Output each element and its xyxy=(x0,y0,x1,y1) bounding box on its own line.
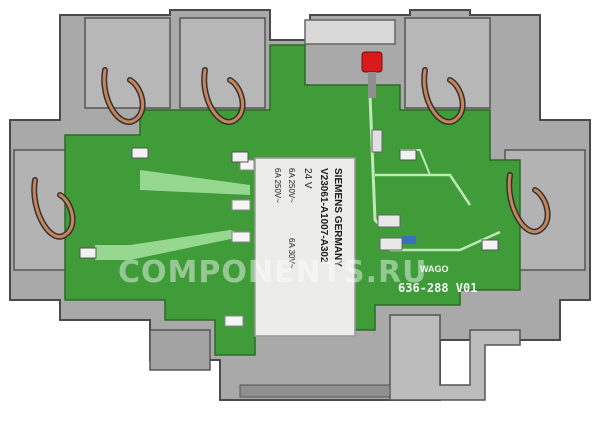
relay-label-line1: SIEMENS GERMANY xyxy=(332,168,343,267)
pcb-marking: 636-288 V01 xyxy=(398,281,477,295)
relay-rating-2: 6A 30V~ xyxy=(287,238,296,269)
relay-rating-1: 6A 250V~ xyxy=(287,168,296,203)
wago-logo: WAGO xyxy=(420,264,449,274)
relay: SIEMENS GERMANY V23061-A1007-A302 24 V 6… xyxy=(224,157,356,337)
led-indicator xyxy=(361,51,383,98)
terminal-clamps xyxy=(31,67,551,240)
clamp-pads xyxy=(79,147,499,259)
relay-rating-3: 6A 250V~ xyxy=(273,168,282,203)
relay-label-line3: 24 V xyxy=(302,168,313,189)
relay-label-line2: V23061-A1007-A302 xyxy=(318,168,329,263)
watermark: COMPONENTS.RU xyxy=(118,255,428,290)
diode-components xyxy=(371,129,416,251)
